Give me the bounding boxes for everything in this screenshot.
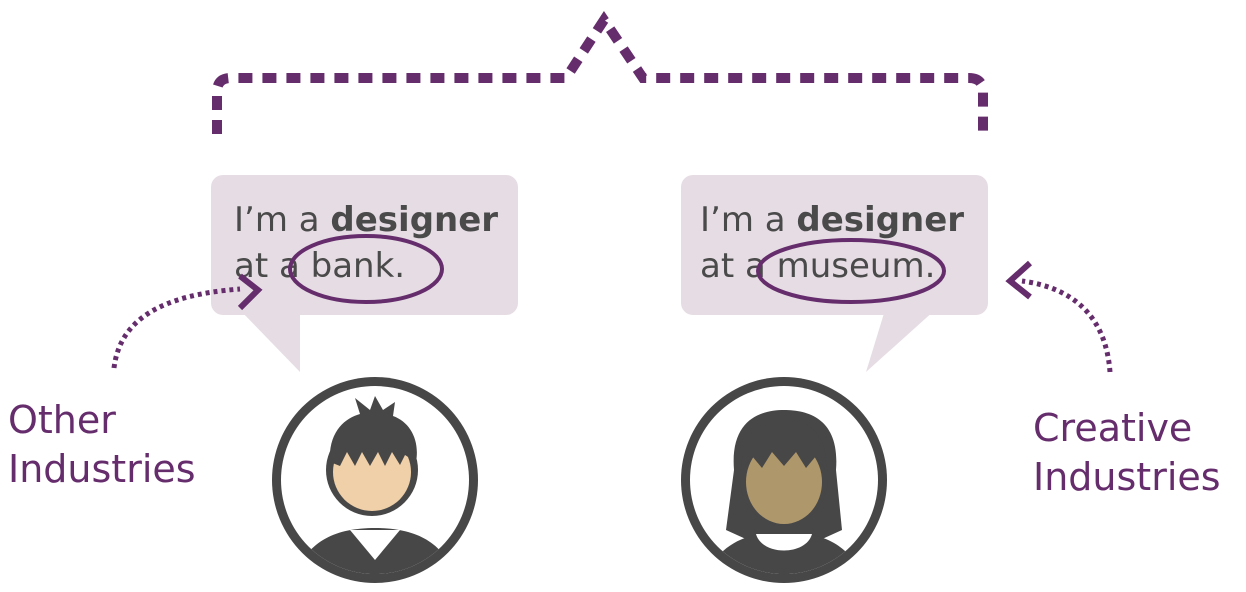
male-avatar-icon bbox=[272, 377, 478, 583]
right-bubble-line2: at a museum. bbox=[700, 246, 935, 286]
left-bubble-line1: I’m a designer bbox=[234, 200, 498, 240]
left-highlight-circle bbox=[288, 234, 444, 304]
female-avatar-icon bbox=[681, 377, 887, 583]
left-label: Other Industries bbox=[8, 398, 196, 491]
right-dotted-arrow bbox=[1005, 260, 1113, 373]
dotted-bracket bbox=[212, 10, 988, 134]
right-label-line2: Industries bbox=[1033, 455, 1221, 499]
left-label-line1: Other bbox=[8, 398, 116, 442]
left-dotted-arrow bbox=[111, 273, 263, 369]
right-highlight-circle bbox=[756, 238, 946, 304]
left-speech-bubble: I’m a designer at a bank. bbox=[211, 175, 518, 372]
left-bubble-line2: at a bank. bbox=[234, 246, 405, 286]
right-label: Creative Industries bbox=[1033, 406, 1221, 499]
right-speech-bubble: I’m a designer at a museum. bbox=[681, 175, 988, 372]
right-bubble-line1: I’m a designer bbox=[700, 200, 964, 240]
left-label-line2: Industries bbox=[8, 447, 196, 491]
right-label-line1: Creative bbox=[1033, 406, 1192, 450]
